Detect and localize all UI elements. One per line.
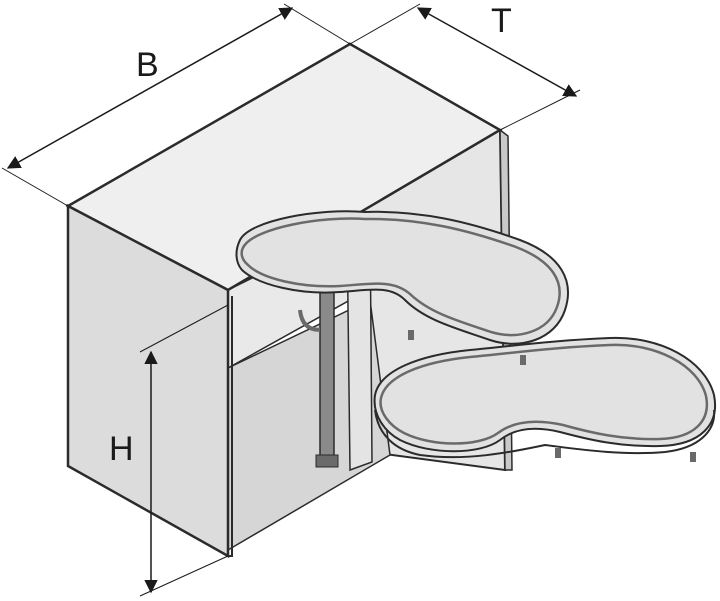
- height-label: H: [109, 430, 134, 468]
- lower-tray-edge: [374, 409, 716, 459]
- tray-foot: [520, 355, 526, 365]
- dim-depth-line: [416, 7, 578, 97]
- dim-width-ext-left: [1, 167, 69, 207]
- dim-width-ext-right: [283, 3, 351, 45]
- pole-base: [315, 454, 339, 468]
- dim-height-ext-top: [139, 304, 229, 353]
- width-label: B: [136, 46, 159, 84]
- dim-depth-ext-right: [499, 89, 581, 131]
- pole-bracket: [298, 309, 321, 332]
- cabinet-front-edge: [227, 290, 233, 557]
- support-pole: [319, 269, 335, 466]
- upper-tray: [235, 210, 569, 345]
- lower-tray: [373, 336, 717, 453]
- dim-height-ext-bottom: [139, 555, 229, 597]
- tray-foot: [555, 448, 561, 458]
- lower-tray-rail: [379, 343, 709, 445]
- dim-width-line: [6, 7, 294, 169]
- tray-foot: [408, 330, 414, 340]
- dim-depth-ext-left: [349, 3, 421, 45]
- upper-tray-rail: [240, 217, 561, 337]
- depth-label: T: [491, 2, 512, 40]
- tray-foot: [690, 452, 696, 462]
